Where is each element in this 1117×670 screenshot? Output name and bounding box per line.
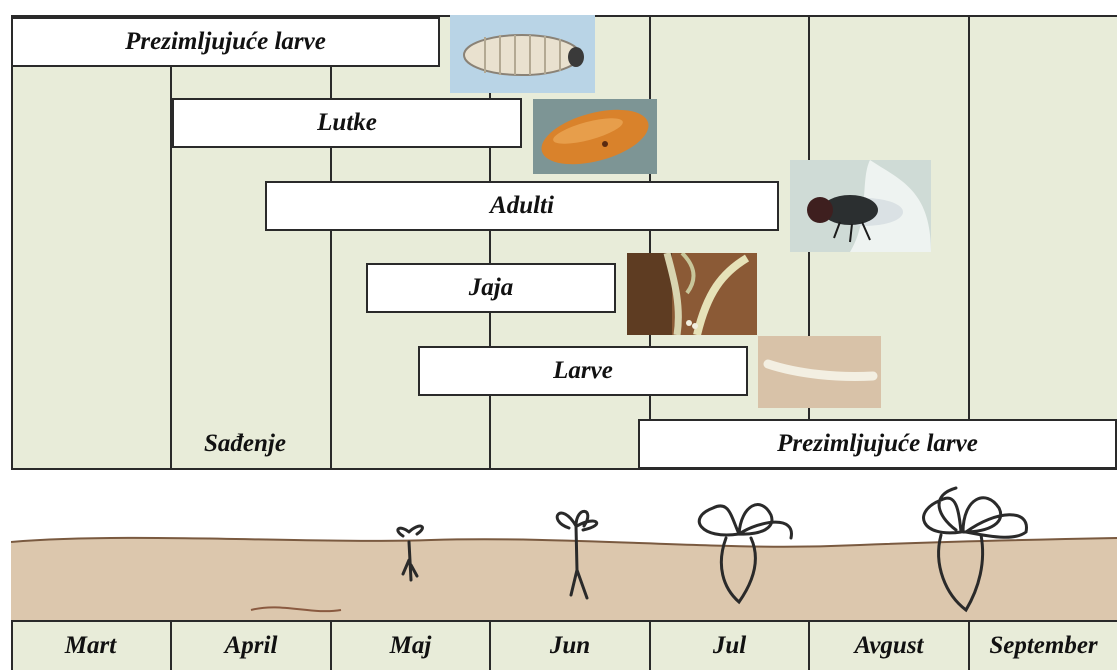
month-label: April — [172, 622, 330, 670]
larva-photo — [758, 336, 881, 408]
month-divider — [649, 15, 651, 470]
month-label: Jul — [651, 622, 808, 670]
month-label: Maj — [332, 622, 489, 670]
month-divider — [968, 15, 970, 470]
adult-fly-photo — [790, 160, 931, 252]
stage-bar-overwintering-larvae: Prezimljujuće larve — [11, 17, 440, 67]
month-label: September — [970, 622, 1117, 670]
overwintering-larva-photo — [450, 15, 595, 93]
stage-bar-overwintering-larvae-late: Prezimljujuće larve — [638, 419, 1117, 469]
plant-growth-strip — [11, 470, 1117, 622]
eggs-in-soil-photo — [627, 253, 757, 335]
pupa-photo — [533, 99, 657, 174]
stage-bar-adults: Adulti — [265, 181, 779, 231]
month-divider — [170, 15, 172, 470]
planting-label: Sađenje — [204, 430, 286, 458]
month-label: Jun — [491, 622, 649, 670]
month-label: Avgust — [810, 622, 968, 670]
month-label: Mart — [11, 622, 170, 670]
stage-bar-larvae: Larve — [418, 346, 748, 396]
month-divider — [330, 15, 332, 470]
stage-bar-eggs: Jaja — [366, 263, 616, 313]
stage-bar-pupae: Lutke — [172, 98, 522, 148]
